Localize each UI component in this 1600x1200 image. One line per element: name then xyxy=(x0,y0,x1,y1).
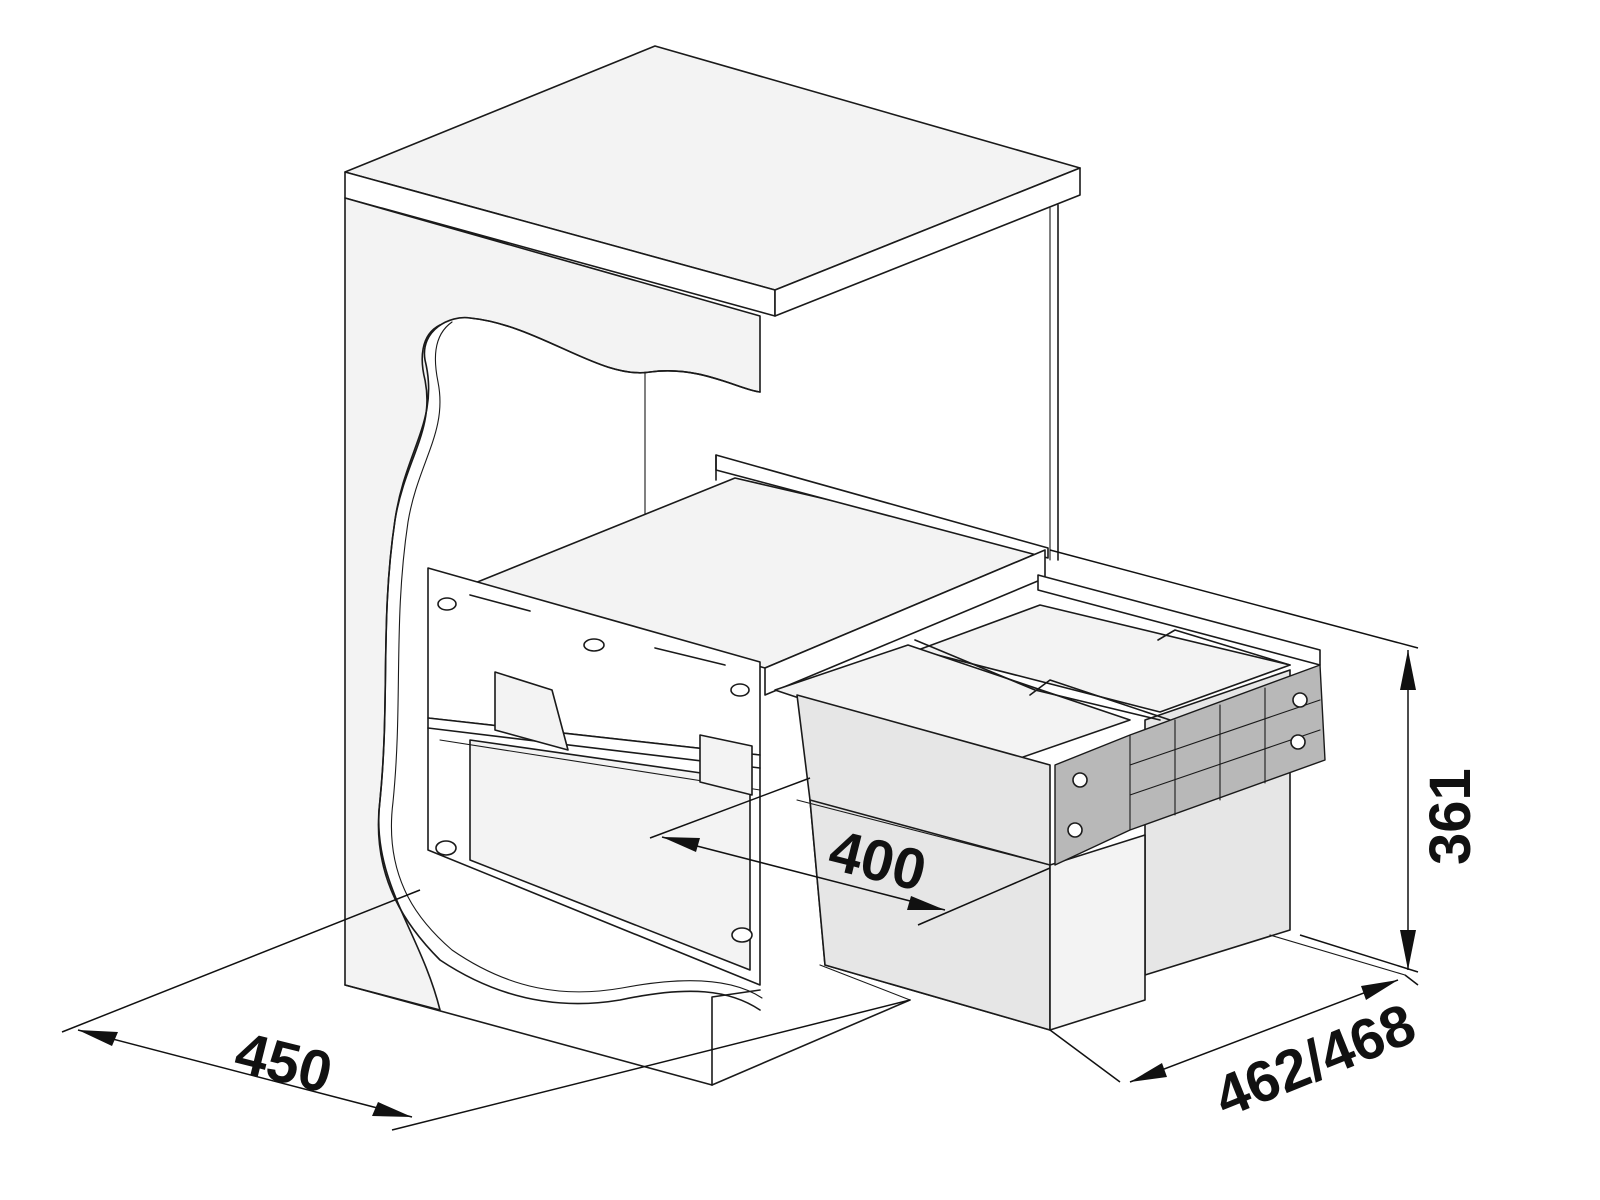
bin-rail xyxy=(1029,679,1171,721)
lower-frame-inner xyxy=(469,739,751,971)
bracket-clip xyxy=(1072,772,1088,788)
cutaway-wave-left-inner xyxy=(391,321,763,999)
bin-floor-line xyxy=(1269,934,1406,976)
hinge-bracket xyxy=(699,734,753,796)
cutaway-wave-left xyxy=(377,324,761,1011)
mount-hole xyxy=(583,638,605,652)
bracket-clip xyxy=(1292,692,1308,708)
slot-bar xyxy=(654,647,726,666)
mount-hole xyxy=(437,597,457,611)
slot-bar xyxy=(469,594,531,612)
bin-front-crease xyxy=(796,799,1051,866)
bin-front-side xyxy=(1049,834,1146,1031)
bracket-clip xyxy=(1067,822,1083,838)
bin-rail-back xyxy=(1157,629,1291,666)
cabinet xyxy=(344,45,1081,1086)
cabinet-floor-left xyxy=(344,984,713,1086)
bin-floor-line xyxy=(819,964,911,1001)
mount-hole xyxy=(731,927,753,943)
bin-rail xyxy=(914,639,1161,721)
bins xyxy=(774,574,1406,1031)
dim-label-450: 450 xyxy=(229,1020,339,1106)
mount-hole xyxy=(435,840,457,856)
hinge-bracket xyxy=(494,671,569,751)
bracket-clip xyxy=(1290,734,1306,750)
drawer-frame xyxy=(427,454,1049,986)
cabinet-floor-front xyxy=(711,989,761,1086)
cabinet-floor-front-right xyxy=(711,999,911,1086)
plate-fittings xyxy=(435,594,753,943)
countertop-side-edge xyxy=(774,167,1081,317)
dim-label-361: 361 xyxy=(1418,768,1483,865)
dimension-450: 450 xyxy=(61,889,911,1131)
dimension-361: 361 xyxy=(1049,549,1483,973)
bracket-grid xyxy=(1067,687,1321,838)
cutaway-outline xyxy=(469,317,761,393)
mount-hole xyxy=(730,683,750,697)
